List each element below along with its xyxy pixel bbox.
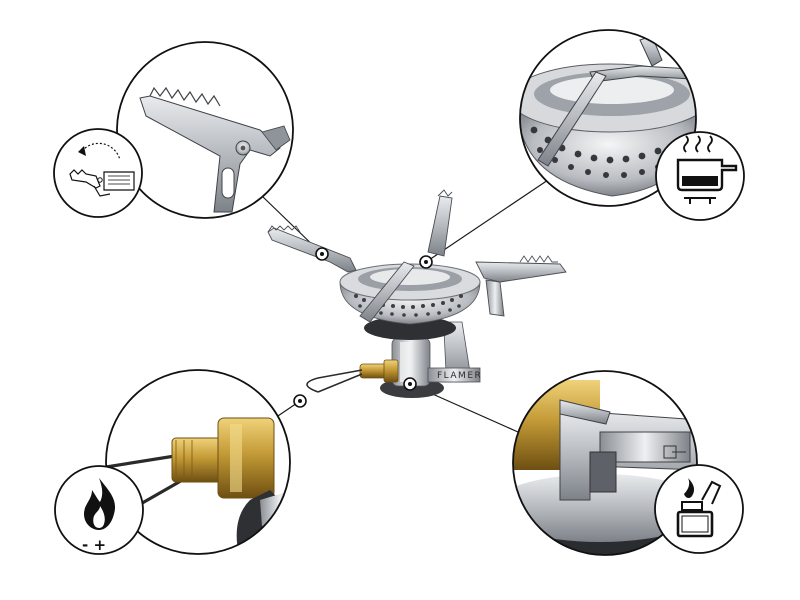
camping-stove: FLAMER [267,189,567,408]
lighter-icon [654,464,744,554]
brand-engraving: FLAMER [437,371,482,381]
callout-markers [293,247,433,408]
flame-adjust-label: - + [82,536,106,554]
pot-support-arms [267,189,567,323]
flame-adjust-icon: - + [54,465,144,555]
callout-piezo-igniter [512,370,744,556]
callout-pot-support-arm [53,41,294,219]
callout-burner-head [519,29,745,221]
callout-flame-regulator: - + [54,369,291,555]
arm-fold-icon [53,128,143,218]
cooking-pot-icon [655,131,745,221]
